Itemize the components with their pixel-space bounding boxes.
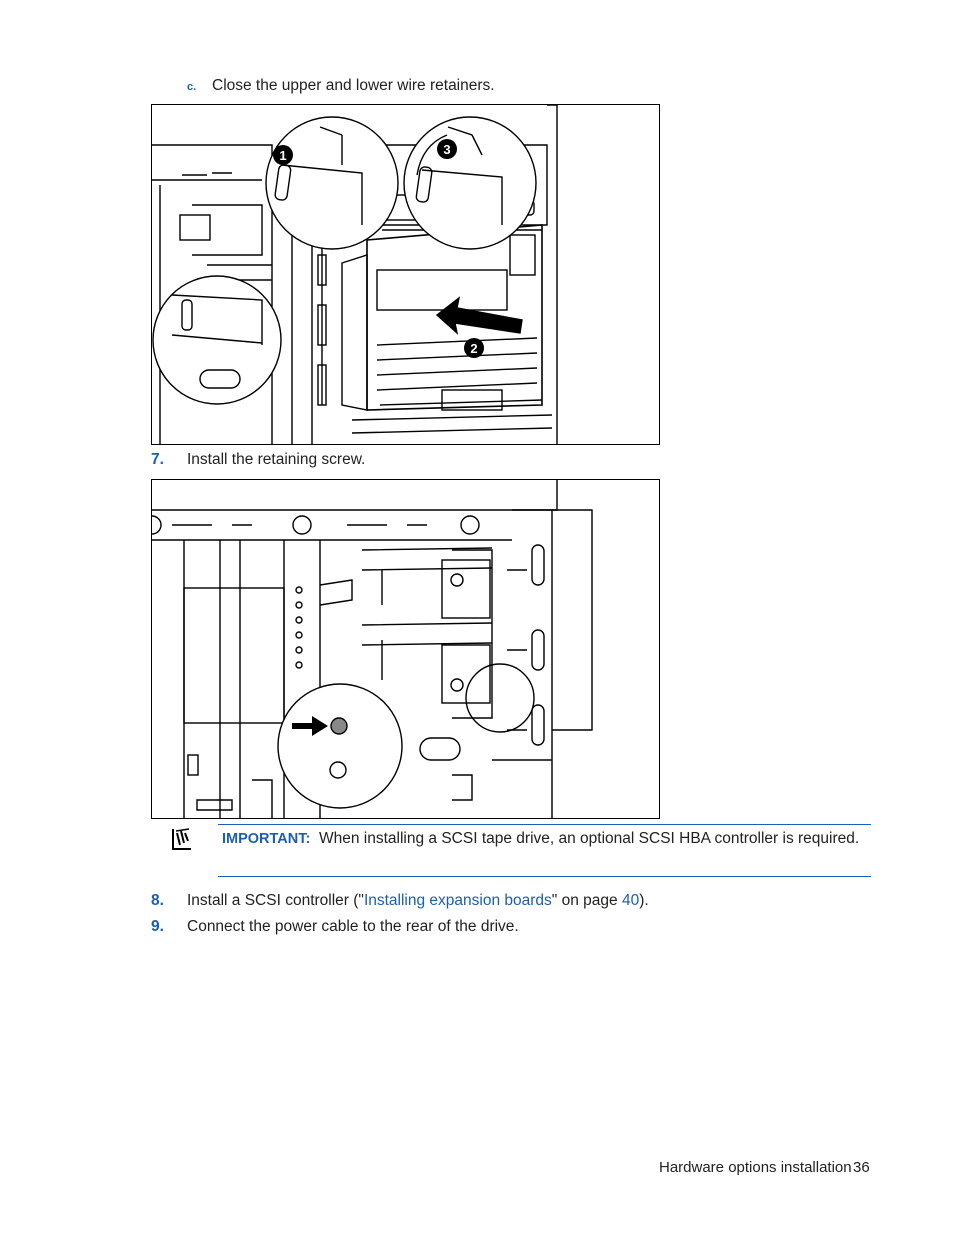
step-7: 7. [151, 450, 164, 470]
step-8: 8. [151, 891, 164, 911]
step-9-marker: 9. [151, 918, 164, 935]
step-8-middle: " on page [551, 892, 622, 909]
step-c-marker: c. [187, 81, 197, 93]
step-8-prefix: Install a SCSI controller (" [187, 892, 364, 909]
important-notice: IMPORTANT: [222, 829, 310, 849]
important-text: When installing a SCSI tape drive, an op… [319, 830, 860, 847]
step-c: c. [187, 76, 196, 97]
figure-retaining-screw [151, 479, 660, 819]
callout-2-label: 2 [470, 341, 477, 356]
callout-3-label: 3 [443, 142, 450, 157]
footer-section: Hardware options installation [659, 1159, 852, 1176]
link-installing-expansion-boards[interactable]: Installing expansion boards [363, 892, 552, 909]
important-notice-icon [171, 825, 193, 851]
retaining-screw-illustration [152, 480, 593, 818]
step-9: 9. [151, 917, 164, 937]
step-8-suffix: ). [639, 892, 649, 909]
step-8-marker: 8. [151, 892, 164, 909]
step-c-text: Close the upper and lower wire retainers… [212, 77, 495, 94]
callout-1-label: 1 [279, 148, 286, 163]
step-8-text: Install a SCSI controller ("Installing e… [187, 891, 649, 911]
notice-bottom-rule [218, 876, 871, 877]
wire-retainer-illustration: 1 3 2 [152, 105, 558, 444]
notice-top-rule [218, 824, 871, 825]
step-7-text: Install the retaining screw. [187, 451, 366, 468]
footer-page-number: 36 [853, 1159, 870, 1176]
figure-wire-retainers: 1 3 2 [151, 104, 660, 445]
link-page-40[interactable]: 40 [621, 892, 640, 909]
step-7-marker: 7. [151, 451, 164, 468]
step-9-text: Connect the power cable to the rear of t… [187, 918, 519, 935]
important-label: IMPORTANT: [222, 831, 311, 847]
